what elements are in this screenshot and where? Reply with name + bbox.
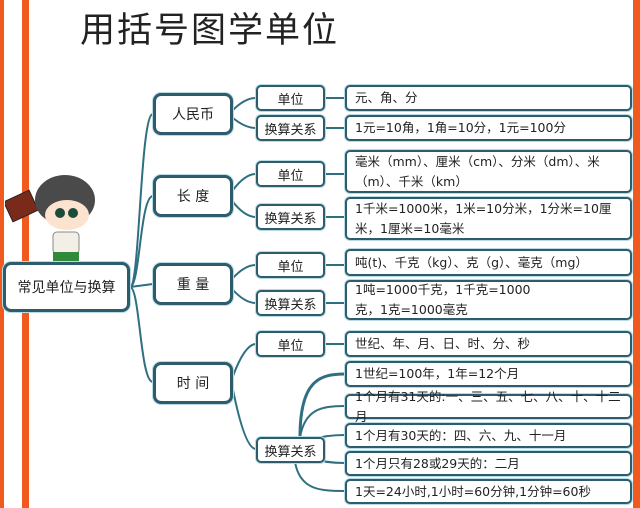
rmb-conversions: 1元=10角，1角=10分，1元=100分 [345, 115, 632, 141]
cartoon-student-illustration [5, 175, 95, 271]
time-conversion-3: 1个月有30天的：四、六、九、十一月 [345, 423, 632, 448]
page-title: 用括号图学单位 [80, 11, 340, 51]
left-border-stripe-inner [22, 0, 29, 508]
node-label: 换算关系 [264, 297, 317, 313]
leaf-text: 元、角、分 [355, 90, 418, 105]
leaf-text: 1千米=1000米，1米=10分米，1分米=10厘米，1厘米=10毫米 [355, 200, 612, 236]
time-conversion-2: 1个月有31天的:一、三、五、七、八、十、十二月 [345, 389, 632, 424]
node-label: 单位 [277, 259, 304, 275]
length-conv-node: 换算关系 [256, 204, 325, 230]
node-rmb: 人民币 [153, 93, 233, 135]
node-label: 单位 [277, 338, 304, 354]
leaf-text: 世纪、年、月、日、时、分、秒 [355, 336, 531, 351]
node-label: 换算关系 [264, 211, 317, 227]
node-label: 人民币 [172, 107, 214, 123]
leaf-text: 吨(t)、千克（kg）、克（g）、毫克（mg） [355, 254, 588, 270]
leaf-text: 1世纪=100年，1年=12个月 [355, 366, 520, 381]
node-label: 长 度 [176, 189, 210, 205]
node-weight: 重 量 [153, 263, 233, 305]
weight-conversions: 1吨=1000千克，1千克=1000克，1克=1000毫克 [345, 280, 632, 320]
node-time: 时 间 [153, 362, 233, 404]
leaf-text: 1元=10角，1角=10分，1元=100分 [355, 120, 566, 135]
rmb-conv-node: 换算关系 [256, 115, 325, 141]
rmb-unit-node: 单位 [256, 85, 325, 111]
rmb-units: 元、角、分 [345, 85, 632, 111]
leaf-text: 1个月只有28或29天的：二月 [355, 455, 520, 471]
weight-unit-node: 单位 [256, 252, 325, 278]
node-label: 换算关系 [264, 444, 317, 460]
node-length: 长 度 [153, 175, 233, 217]
time-conversion-5: 1天=24小时,1小时=60分钟,1分钟=60秒 [345, 479, 632, 504]
length-conversions: 1千米=1000米，1米=10分米，1分米=10厘米，1厘米=10毫米 [345, 197, 632, 240]
root-node: 常见单位与换算 [3, 262, 130, 312]
leaf-text: 1个月有31天的:一、三、五、七、八、十、十二月 [355, 388, 621, 424]
leaf-text: 毫米（mm）、厘米（cm）、分米（dm）、米（m）、千米（km） [355, 153, 600, 189]
length-unit-node: 单位 [256, 161, 325, 187]
root-label: 常见单位与换算 [17, 280, 116, 296]
node-label: 单位 [277, 168, 304, 184]
time-unit-node: 单位 [256, 331, 325, 357]
leaf-text: 1个月有30天的：四、六、九、十一月 [355, 427, 567, 443]
time-conversion-4: 1个月只有28或29天的：二月 [345, 451, 632, 476]
time-conversion-1: 1世纪=100年，1年=12个月 [345, 361, 632, 387]
weight-units: 吨(t)、千克（kg）、克（g）、毫克（mg） [345, 249, 632, 276]
node-label: 单位 [277, 92, 304, 108]
right-border-stripe [633, 0, 640, 508]
node-label: 重 量 [176, 277, 210, 293]
node-label: 换算关系 [264, 122, 317, 138]
length-units: 毫米（mm）、厘米（cm）、分米（dm）、米（m）、千米（km） [345, 150, 632, 193]
left-border-stripe [0, 0, 4, 508]
time-units: 世纪、年、月、日、时、分、秒 [345, 331, 632, 357]
leaf-text: 1吨=1000千克，1千克=1000克，1克=1000毫克 [355, 282, 531, 317]
leaf-text: 1天=24小时,1小时=60分钟,1分钟=60秒 [355, 483, 591, 499]
time-conv-node: 换算关系 [256, 437, 325, 463]
weight-conv-node: 换算关系 [256, 290, 325, 316]
node-label: 时 间 [176, 376, 210, 392]
